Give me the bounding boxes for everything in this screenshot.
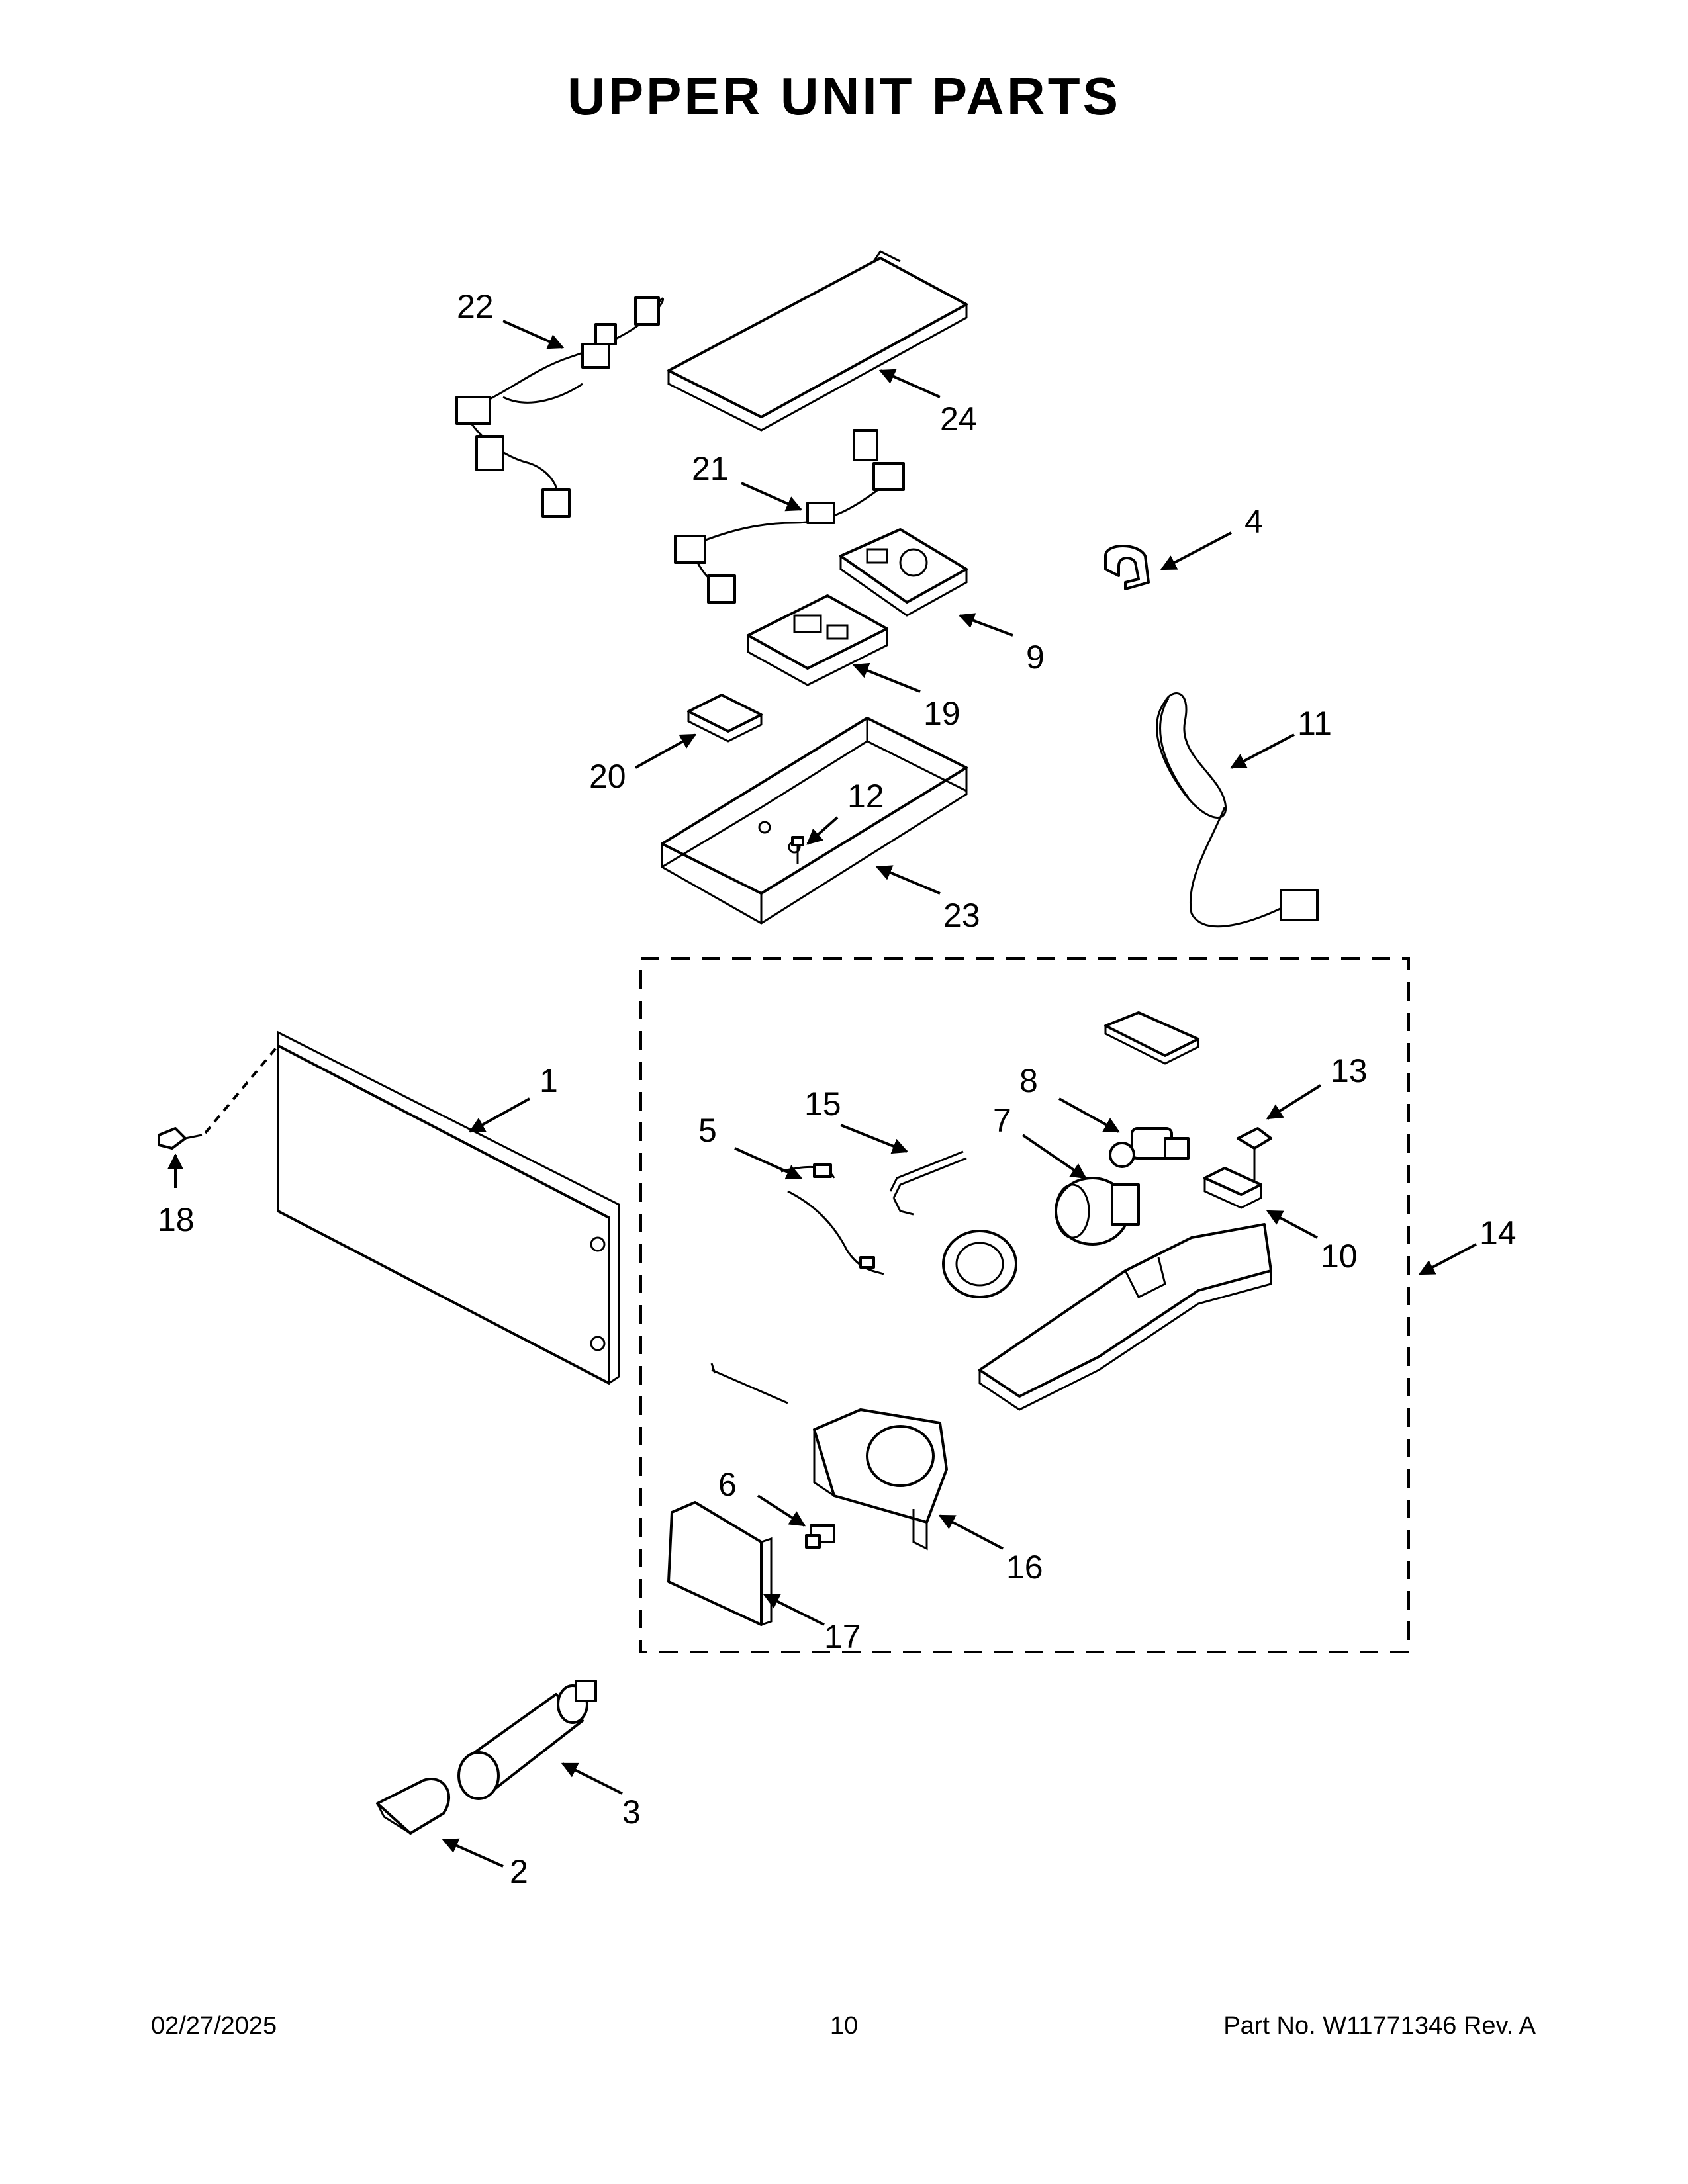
- callout-21: 21: [692, 450, 729, 487]
- part-10-switch[interactable]: [1203, 1167, 1262, 1209]
- callout-2: 2: [510, 1853, 528, 1890]
- part-2-filter-cap[interactable]: [376, 1778, 451, 1835]
- page-title: UPPER UNIT PARTS: [567, 67, 1121, 126]
- footer-date: 02/27/2025: [151, 2012, 277, 2040]
- callout-9: 9: [1026, 639, 1045, 676]
- callout-24: 24: [940, 400, 977, 437]
- part-7-motor[interactable]: [1055, 1177, 1140, 1246]
- part-ice-chute-housing[interactable]: [942, 1223, 1272, 1411]
- part-5-wire[interactable]: [780, 1163, 884, 1275]
- part-21-wire-harness[interactable]: [674, 429, 905, 604]
- callout-20: 20: [589, 758, 626, 795]
- part-13-screw[interactable]: [1237, 1127, 1272, 1185]
- part-23-tray[interactable]: [661, 717, 968, 925]
- callout-15: 15: [804, 1085, 841, 1122]
- callout-7: 7: [993, 1102, 1011, 1139]
- callout-1: 1: [539, 1062, 558, 1099]
- part-15-tube[interactable]: [889, 1150, 967, 1216]
- callout-12: 12: [847, 778, 884, 815]
- callout-19: 19: [923, 695, 961, 732]
- part-17-cover[interactable]: [667, 1501, 773, 1626]
- callout-6: 6: [718, 1466, 737, 1503]
- part-3-water-filter[interactable]: [457, 1680, 597, 1800]
- callout-4: 4: [1244, 503, 1263, 540]
- callout-13: 13: [1331, 1052, 1368, 1089]
- callout-23: 23: [943, 897, 980, 934]
- part-18-screw[interactable]: [158, 1127, 203, 1150]
- part-cover-plate[interactable]: [1104, 1011, 1199, 1065]
- callout-17: 17: [824, 1618, 861, 1655]
- part-19-control-board[interactable]: [747, 594, 888, 686]
- part-8-water-valve[interactable]: [1109, 1127, 1190, 1168]
- part-20-small-board[interactable]: [687, 694, 763, 743]
- part-rod[interactable]: [710, 1363, 788, 1404]
- part-6-actuator[interactable]: [805, 1524, 835, 1549]
- part-9-power-board[interactable]: [839, 528, 968, 617]
- assembly-group-14: [639, 957, 1410, 1653]
- callout-22: 22: [457, 288, 494, 325]
- callout-10: 10: [1321, 1238, 1358, 1275]
- callout-18: 18: [158, 1201, 195, 1238]
- footer-part-number: Part No. W11771346 Rev. A: [1223, 2012, 1536, 2040]
- callout-8: 8: [1019, 1062, 1038, 1099]
- footer-page-number: 10: [829, 2012, 859, 2040]
- part-4-clamp[interactable]: [1104, 545, 1150, 590]
- part-22-wire-harness[interactable]: [455, 296, 665, 518]
- part-12-screw[interactable]: [791, 836, 804, 864]
- callout-5: 5: [698, 1112, 717, 1149]
- part-24-cover-panel[interactable]: [667, 250, 968, 432]
- callout-11: 11: [1297, 705, 1332, 742]
- callout-14: 14: [1479, 1214, 1517, 1251]
- callout-16: 16: [1006, 1549, 1043, 1586]
- callout-3: 3: [622, 1794, 641, 1831]
- part-1-front-panel[interactable]: [277, 1030, 620, 1385]
- part-16-auger-housing[interactable]: [813, 1408, 948, 1551]
- part-11-power-cord[interactable]: [1156, 692, 1319, 928]
